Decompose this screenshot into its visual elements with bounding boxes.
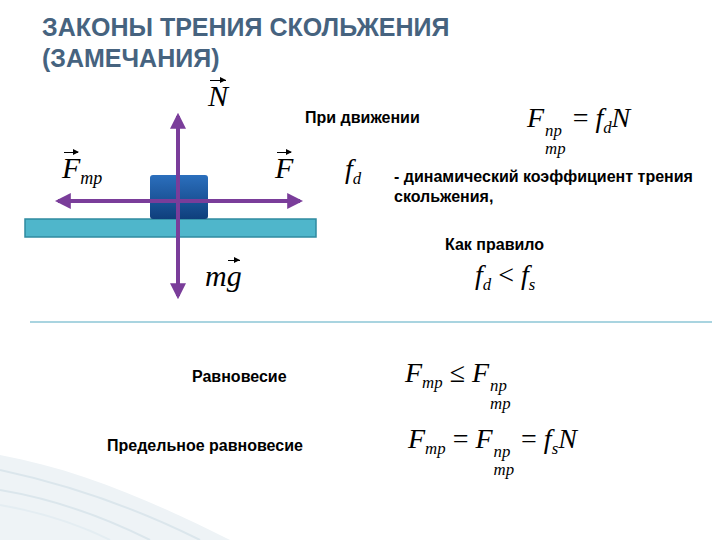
corner-decor: [0, 455, 230, 540]
force-label: F: [275, 150, 293, 186]
force-label: mg: [205, 258, 242, 294]
separator-line: [30, 321, 712, 323]
subscript: s: [552, 439, 559, 458]
applied-force-arrow: [178, 199, 300, 203]
weight-arrow: [176, 200, 180, 296]
plank: [25, 219, 316, 237]
text-part: m: [205, 259, 227, 292]
force-label: Fтр: [62, 150, 102, 196]
text-part: - динамический коэффициент трения скольж…: [394, 168, 693, 205]
text-part: F: [472, 357, 489, 388]
operator: ≤: [450, 357, 465, 388]
text-part: f: [544, 423, 552, 454]
text-part: f: [475, 259, 483, 290]
caption-text: При движении: [305, 108, 420, 128]
text-part: F: [527, 102, 544, 133]
subscript: тр: [425, 439, 446, 458]
superscript: пр: [494, 443, 515, 461]
operator: =: [453, 423, 469, 454]
subscript: d: [603, 118, 611, 137]
formula: Fпртр =fdN: [527, 101, 630, 157]
vector-symbol: F: [62, 150, 80, 186]
vector-symbol: F: [275, 150, 293, 186]
subscript: тр: [490, 395, 511, 413]
operator: =: [521, 423, 537, 454]
formula: Fтр≤Fпртр: [405, 356, 511, 412]
vector-symbol: N: [208, 78, 228, 114]
text-part: Предельное равновесие: [107, 437, 303, 454]
superscript: пр: [490, 377, 511, 395]
subscript: тр: [494, 461, 515, 479]
superscript: пр: [545, 122, 566, 140]
text-part: N: [612, 102, 631, 133]
subscript: тр: [545, 140, 566, 158]
subscript: тр: [80, 168, 102, 188]
caption-text: Как правило: [445, 235, 544, 255]
formula: Fтр=Fпртр=fsN: [408, 422, 577, 478]
text-part: N: [558, 423, 577, 454]
slide-title: ЗАКОНЫ ТРЕНИЯ СКОЛЬЖЕНИЯ (ЗАМЕЧАНИЯ): [42, 12, 522, 74]
text-part: Как правило: [445, 236, 544, 253]
text-part: F: [405, 357, 422, 388]
caption-text: Равновесие: [192, 367, 287, 387]
vector-symbol: g: [227, 258, 242, 294]
index-stack: пртр: [494, 443, 515, 478]
text-part: F: [475, 423, 492, 454]
note-text: - динамический коэффициент трения скольж…: [394, 167, 704, 207]
subscript: тр: [422, 373, 443, 392]
friction-force-arrow: [58, 199, 178, 203]
index-stack: пртр: [545, 122, 566, 157]
operator: =: [573, 102, 589, 133]
text-part: f: [521, 259, 529, 290]
text-part: f: [595, 102, 603, 133]
force-label: N: [208, 78, 228, 114]
caption-text: Предельное равновесие: [107, 436, 303, 456]
formula: fd<fs: [475, 258, 535, 302]
text-part: F: [408, 423, 425, 454]
index-stack: пртр: [490, 377, 511, 412]
normal-force-arrow: [176, 116, 180, 200]
subscript: s: [529, 275, 536, 294]
subscript: d: [353, 169, 361, 188]
operator: <: [498, 259, 514, 290]
text-part: При движении: [305, 109, 420, 126]
text-part: Равновесие: [192, 368, 287, 385]
formula: fd: [345, 152, 361, 196]
text-part: f: [345, 153, 353, 184]
subscript: d: [483, 275, 491, 294]
